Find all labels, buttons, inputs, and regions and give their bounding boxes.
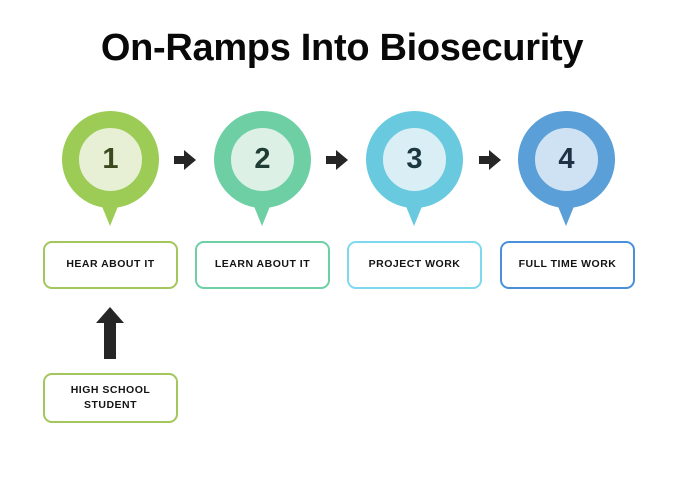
arrow-shaft bbox=[104, 321, 116, 359]
step-pin-tail-4 bbox=[555, 199, 577, 226]
step-number-2: 2 bbox=[254, 143, 271, 175]
step-pin-4[interactable]: 4 bbox=[518, 111, 615, 226]
arrow-shaft bbox=[326, 156, 337, 164]
step-pin-1[interactable]: 1 bbox=[62, 111, 159, 226]
step-number-1: 1 bbox=[102, 143, 119, 175]
arrow-head bbox=[96, 307, 124, 323]
step-pin-3[interactable]: 3 bbox=[366, 111, 463, 226]
arrow-right-icon-1 bbox=[174, 150, 196, 170]
entry-point-box[interactable]: HIGH SCHOOL STUDENT bbox=[43, 373, 178, 423]
arrow-head bbox=[184, 150, 196, 170]
step-label-box-1[interactable]: HEAR ABOUT IT bbox=[43, 241, 178, 289]
step-label-box-4[interactable]: FULL TIME WORK bbox=[500, 241, 635, 289]
arrow-right-icon-2 bbox=[326, 150, 348, 170]
step-number-3: 3 bbox=[406, 143, 423, 175]
step-label-box-3[interactable]: PROJECT WORK bbox=[347, 241, 482, 289]
arrow-shaft bbox=[174, 156, 185, 164]
step-label-box-2[interactable]: LEARN ABOUT IT bbox=[195, 241, 330, 289]
step-pin-tail-3 bbox=[403, 199, 425, 226]
arrow-right-icon-3 bbox=[479, 150, 501, 170]
step-pin-tail-2 bbox=[251, 199, 273, 226]
step-pin-circle-4: 4 bbox=[518, 111, 615, 208]
step-pin-tail-1 bbox=[99, 199, 121, 226]
page-title: On-Ramps Into Biosecurity bbox=[100, 27, 584, 69]
arrow-shaft bbox=[479, 156, 490, 164]
step-number-4: 4 bbox=[558, 143, 575, 175]
step-pin-circle-3: 3 bbox=[366, 111, 463, 208]
arrow-head bbox=[336, 150, 348, 170]
step-pin-circle-1: 1 bbox=[62, 111, 159, 208]
step-pin-circle-2: 2 bbox=[214, 111, 311, 208]
arrow-up-icon bbox=[96, 307, 124, 359]
arrow-head bbox=[489, 150, 501, 170]
step-pin-2[interactable]: 2 bbox=[214, 111, 311, 226]
